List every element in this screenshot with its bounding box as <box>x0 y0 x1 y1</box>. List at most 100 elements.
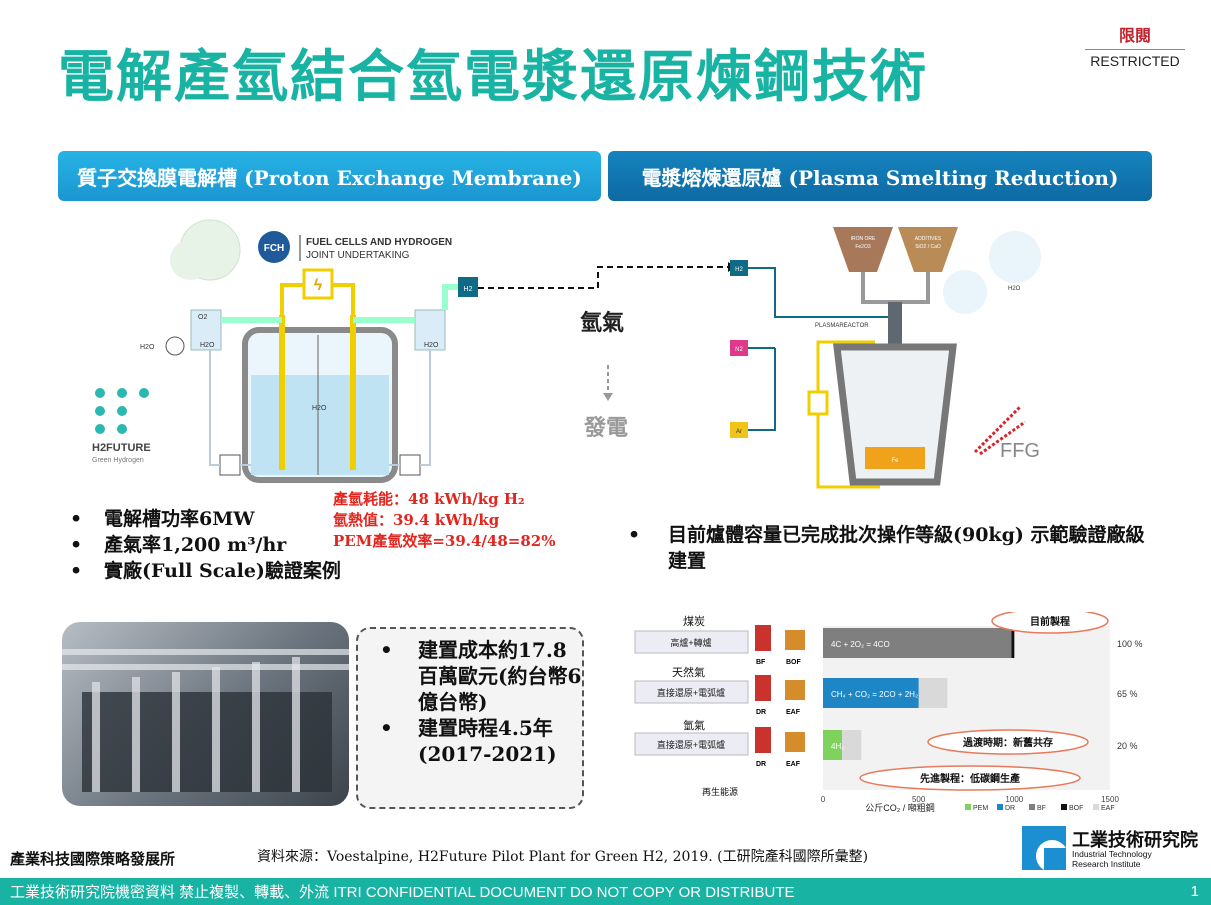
plasma-furnace-diagram: IRON ORE Fe2O3 ADDITIVES SiO2 / CaO PLAS… <box>730 227 1041 489</box>
list-item: 電解槽功率6MW <box>64 506 341 532</box>
callout-bubble <box>927 729 1089 755</box>
pem-efficiency-note: PEM產氫效率=39.4/48=82% <box>333 532 556 550</box>
legend-label: PEM <box>973 805 988 812</box>
legend-swatch <box>965 804 971 810</box>
bar <box>823 628 1012 658</box>
n2-input-label: N2 <box>735 347 743 353</box>
percent-label: 20 % <box>1117 741 1138 751</box>
legend-swatch <box>1029 804 1035 810</box>
itri-name-en: Industrial Technology Research Institute <box>1072 849 1152 869</box>
furnace-icon <box>755 675 771 701</box>
page-number: 1 <box>1190 883 1199 900</box>
plasmareactor-label: PLASMAREACTOR <box>815 323 869 329</box>
x-tick-label: 0 <box>821 795 826 804</box>
h2future-subtitle: Green Hydrogen <box>92 457 144 464</box>
legend-label: DR <box>1005 805 1015 812</box>
process-box <box>634 732 749 756</box>
legend-swatch <box>1093 804 1099 810</box>
list-item: 目前爐體容量已完成批次操作等級(90kg) 示範驗證廠級建置 <box>622 522 1162 574</box>
h2o-tank-label: H2O <box>312 405 327 412</box>
x-tick-label: 500 <box>912 795 926 804</box>
input-label: 天然氣 <box>672 665 705 679</box>
confidential-text: 工業技術研究院機密資料 禁止複製、轉載、外流 ITRI CONFIDENTIAL… <box>10 884 795 901</box>
restricted-en: RESTRICTED <box>1090 53 1180 69</box>
source-note: 資料來源：Voestalpine, H2Future Pilot Plant f… <box>257 849 869 865</box>
fch-subtitle: JOINT UNDERTAKING <box>306 250 410 261</box>
iron-ore-hopper <box>833 227 893 272</box>
electrolyzer-spec-list: 電解槽功率6MW 產氣率1,200 m³/hr 實廠(Full Scale)驗證… <box>64 506 341 584</box>
restricted-cn: 限閱 <box>1118 26 1151 45</box>
furnace-icon <box>785 732 805 752</box>
additives-sub: SiO2 / CaO <box>915 244 941 250</box>
reaction-label: 4H₂ <box>831 742 844 751</box>
efficiency-notes: 產氫耗能：48 kWh/kg H₂ 氫熱值：39.4 kWh/kg PEM產氫效… <box>333 489 555 552</box>
electrolyzer-plant-photo <box>62 622 349 806</box>
return-pipes <box>209 350 431 466</box>
iron-ore-label: IRON ORE <box>851 236 876 242</box>
o2-cloud-part <box>170 240 210 280</box>
ar-input-box <box>730 422 748 438</box>
h2o-right-label: H2O <box>424 342 439 349</box>
h2-separator <box>414 309 446 351</box>
itri-logo: 工業技術研究院 Industrial Technology Research I… <box>1022 826 1202 870</box>
o2-separator <box>190 309 222 351</box>
fch-title: FUEL CELLS AND HYDROGEN <box>306 237 452 248</box>
bar <box>823 678 919 708</box>
h2-outlet-label: H2 <box>464 286 473 293</box>
legend-label: BOF <box>1069 805 1083 812</box>
gas-lines <box>748 267 888 431</box>
percent-label: 100 % <box>1117 639 1143 649</box>
page-title: 電解產氫結合氫電漿還原煉鋼技術 <box>58 45 928 110</box>
legend-label: EAF <box>1101 805 1115 812</box>
h2o-cloud <box>943 270 987 314</box>
heat-exchanger-right <box>399 454 421 476</box>
list-item: 產氣率1,200 m³/hr <box>64 532 341 558</box>
h2-input-label: H2 <box>735 267 743 273</box>
furnace-status-list: 目前爐體容量已完成批次操作等級(90kg) 示範驗證廠級建置 <box>622 522 1162 574</box>
restricted-badge: 限閱 RESTRICTED <box>1085 22 1185 69</box>
unit-label: DR <box>756 709 766 716</box>
energy-consumption-note: 產氫耗能：48 kWh/kg H₂ <box>333 490 525 508</box>
bar <box>823 730 843 760</box>
list-item: 建置成本約17.8百萬歐元(約台幣6億台幣) <box>358 637 582 715</box>
list-item: 建置時程4.5年(2017-2021) <box>358 715 582 767</box>
h2future-logo-icon <box>95 388 149 434</box>
furnace-power-icon <box>807 390 829 416</box>
molten-iron <box>865 447 925 469</box>
bar-segment <box>918 678 948 708</box>
pump-icon <box>165 336 185 356</box>
heating-value-note: 氫熱值：39.4 kWh/kg <box>333 511 500 529</box>
furnace-icon <box>755 727 771 753</box>
process-box <box>634 630 749 654</box>
category-label: 直接還原+電弧爐 <box>657 687 725 698</box>
furnace-icon <box>785 630 805 650</box>
ar-input-label: Ar <box>736 429 742 435</box>
h2o-cloud-top <box>989 231 1041 283</box>
furnace-power-wires <box>816 340 880 489</box>
process-box <box>634 680 749 704</box>
additives-hopper <box>898 227 958 272</box>
x-axis-label: 公斤CO₂ / 噸粗鋼 <box>865 802 935 813</box>
org-name: 產業科技國際策略發展所 <box>10 850 176 868</box>
legend-swatch <box>997 804 1003 810</box>
gas-pipes <box>221 284 458 323</box>
itri-logo-icon <box>1022 826 1066 870</box>
itri-name-en-line2: Research Institute <box>1072 859 1141 869</box>
confidential-footer: 工業技術研究院機密資料 禁止複製、轉載、外流 ITRI CONFIDENTIAL… <box>0 878 1211 905</box>
reaction-label: CH₄ + CO₂ = 2CO + 2H₂ <box>831 690 918 699</box>
water-level <box>251 375 389 475</box>
heat-exchanger-left <box>219 454 241 476</box>
plant-photo-illustration <box>62 649 349 792</box>
bar-segment <box>1011 628 1015 658</box>
ffg-logo-text: FFG <box>1000 440 1040 462</box>
furnace-icon <box>785 680 805 700</box>
x-tick-label: 1500 <box>1101 795 1119 804</box>
pem-electrolyzer-diagram: ϟ H2 H2O H2O H2O O2 H2O FCH FUEL CELLS A… <box>92 219 478 483</box>
legend-label: BF <box>1037 805 1046 812</box>
category-label: 直接還原+電弧爐 <box>657 739 725 750</box>
callout-label: 目前製程 <box>1030 615 1070 628</box>
power-icon <box>302 268 334 300</box>
pem-header: 質子交換膜電解槽 (Proton Exchange Membrane) <box>58 151 601 201</box>
